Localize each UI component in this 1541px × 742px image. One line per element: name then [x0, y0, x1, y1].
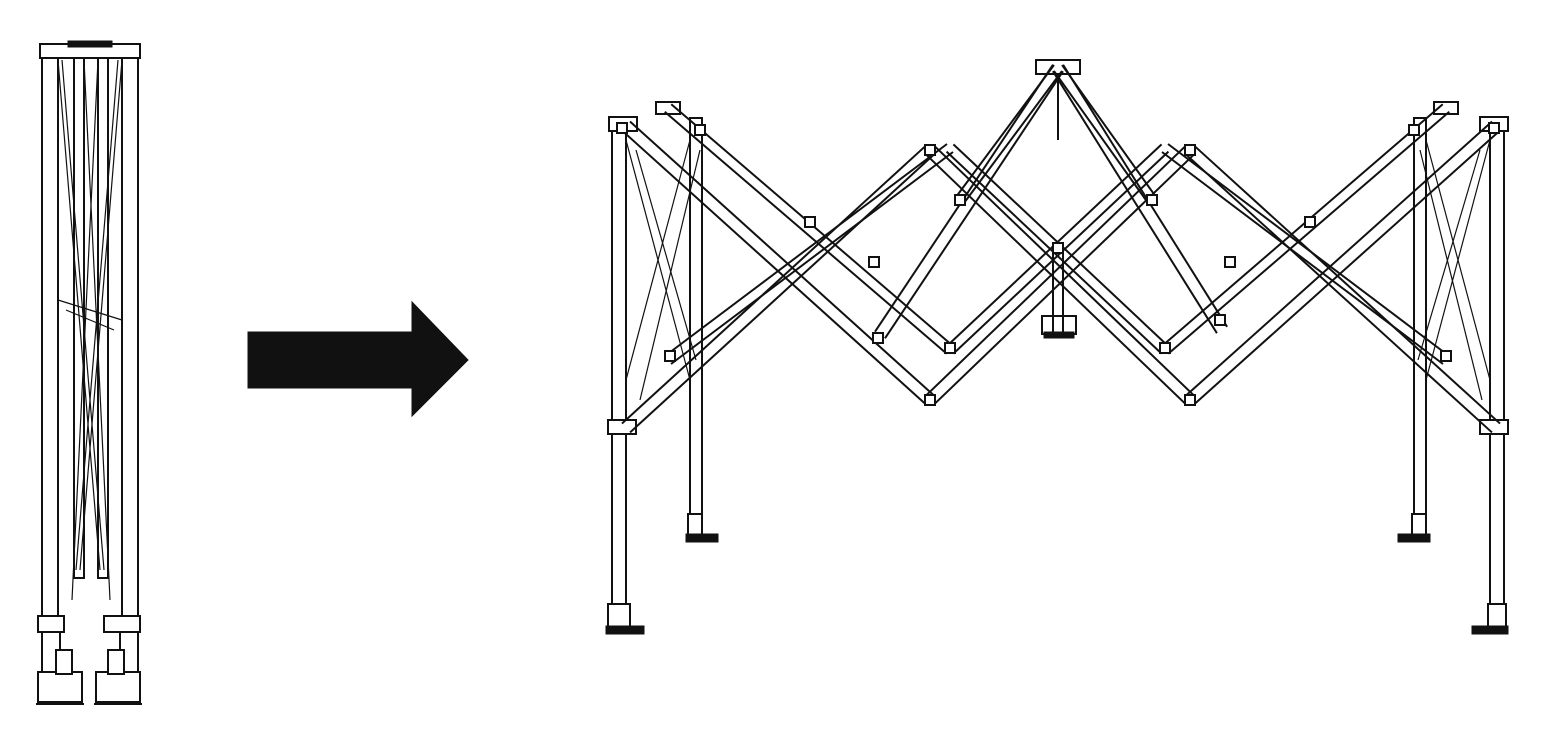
- hinge-joint: [1224, 256, 1236, 268]
- frame-bar: [1161, 103, 1444, 347]
- frame-bar: [1193, 144, 1501, 425]
- brace-bar: [639, 149, 701, 401]
- brace-bar: [83, 59, 111, 601]
- brace-bar: [71, 59, 99, 601]
- hinge-joint: [1214, 314, 1226, 326]
- brace-bar: [1425, 139, 1491, 381]
- frame-bar: [955, 64, 1055, 198]
- frame-bar: [884, 70, 1064, 339]
- hinge-joint: [804, 216, 816, 228]
- frame-bar: [1161, 151, 1444, 365]
- frame-bar: [670, 151, 954, 365]
- hinge-joint: [1184, 144, 1196, 156]
- frame-bar: [925, 144, 1187, 397]
- brace-bar: [79, 59, 123, 571]
- frame-bar: [1062, 64, 1228, 328]
- hinge-joint: [924, 394, 936, 406]
- frame-bar: [1185, 120, 1493, 397]
- hinge-joint: [1052, 242, 1064, 254]
- frame-bar: [1167, 143, 1450, 357]
- frame-bar: [1185, 153, 1493, 434]
- frame-bar: [629, 153, 935, 434]
- hinge-joint: [1304, 216, 1316, 228]
- frame-bar: [629, 120, 935, 397]
- folded-frame: [36, 40, 142, 705]
- expanded-frame: [605, 59, 1509, 635]
- frame-bar: [1061, 64, 1157, 198]
- hinge-joint: [1146, 194, 1158, 206]
- frame-bar: [664, 111, 948, 355]
- frame-bar: [963, 70, 1063, 204]
- brace-bar: [635, 149, 697, 361]
- hinge-joint: [924, 144, 936, 156]
- brace-bar: [57, 299, 123, 321]
- hinge-joint: [944, 342, 956, 354]
- frame-bar: [1052, 70, 1218, 334]
- hinge-joint: [664, 350, 676, 362]
- hinge-joint: [1184, 394, 1196, 406]
- right-arrow-icon: [247, 300, 469, 418]
- brace-bar: [61, 59, 105, 571]
- frame-bar: [1193, 129, 1501, 406]
- frame-bar: [664, 143, 948, 357]
- hinge-joint: [872, 332, 884, 344]
- brace-bar: [1419, 149, 1483, 401]
- hinge-joint: [1408, 124, 1420, 136]
- brace-bar: [1417, 149, 1481, 361]
- frame-bar: [925, 153, 1187, 406]
- hinge-joint: [616, 122, 628, 134]
- hinge-joint: [1159, 342, 1171, 354]
- frame-bar: [1053, 70, 1149, 204]
- hinge-joint: [1488, 122, 1500, 134]
- frame-bar: [621, 129, 927, 406]
- hinge-joint: [954, 194, 966, 206]
- hinge-joint: [868, 256, 880, 268]
- hinge-joint: [694, 124, 706, 136]
- hinge-joint: [1440, 350, 1452, 362]
- brace-bar: [75, 59, 119, 571]
- frame-bar: [621, 144, 927, 425]
- brace-bar: [625, 139, 691, 381]
- frame-bar: [1167, 111, 1450, 355]
- frame-bar: [933, 144, 1195, 397]
- brace-bar: [65, 309, 115, 331]
